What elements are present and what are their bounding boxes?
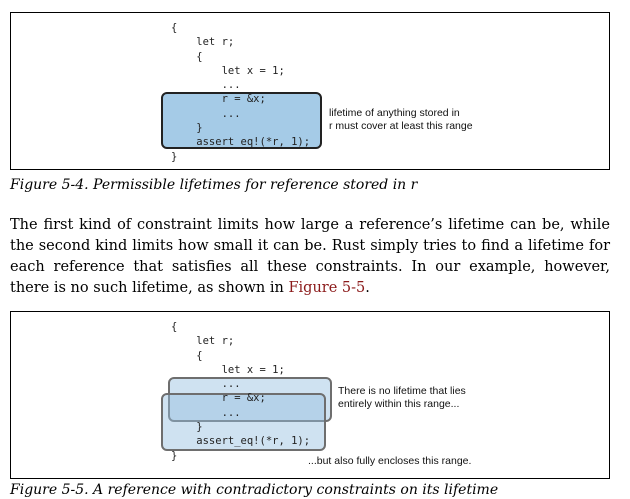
annotation-line: lifetime of anything stored in <box>329 107 460 119</box>
annotation-line: r must cover at least this range <box>329 120 473 132</box>
inner-range-highlight <box>168 377 332 422</box>
figure-5-4: { let r; { let x = 1; ... r = &x; ... } … <box>10 12 610 170</box>
lifetime-highlight-region <box>161 92 322 149</box>
no-lifetime-annotation: There is no lifetime that lies entirely … <box>338 385 466 411</box>
code-block: { let r; { let x = 1; ... r = &x; ... } … <box>171 321 311 462</box>
figure-caption: Figure 5-5. A reference with contradicto… <box>10 482 499 498</box>
lifetime-annotation: lifetime of anything stored in r must co… <box>329 107 473 133</box>
annotation-line: entirely within this range... <box>338 398 460 410</box>
figure-5-5: { let r; { let x = 1; ... r = &x; ... } … <box>10 311 610 479</box>
encloses-range-annotation: ...but also fully encloses this range. <box>308 455 472 467</box>
figure-5-5-link[interactable]: Figure 5-5 <box>288 280 366 296</box>
code-block: { let r; { let x = 1; ... r = &x; ... } … <box>171 22 311 163</box>
figure-caption: Figure 5-4. Permissible lifetimes for re… <box>10 177 418 193</box>
annotation-line: There is no lifetime that lies <box>338 385 466 397</box>
body-paragraph: The first kind of constraint limits how … <box>10 217 610 296</box>
outer-range-highlight <box>161 393 326 451</box>
